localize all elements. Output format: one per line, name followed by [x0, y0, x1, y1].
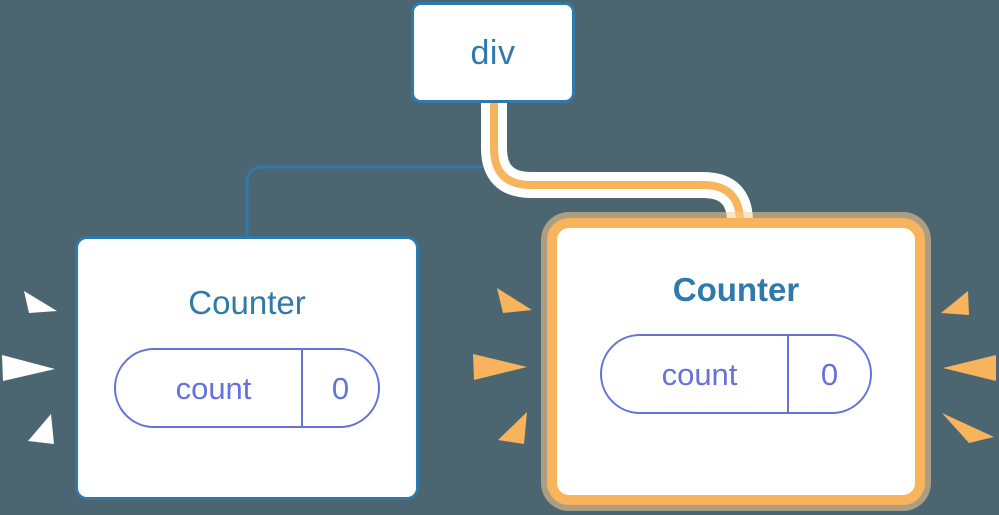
node-div-label: div	[470, 33, 516, 72]
node-counter-left-title: Counter	[188, 284, 306, 321]
node-counter-right-title: Counter	[672, 271, 800, 308]
state-value-right: 0	[787, 336, 870, 412]
wire-div-to-counter-left	[245, 103, 495, 236]
node-counter-right[interactable]: Counter count 0	[547, 218, 925, 505]
state-key-left: count	[175, 370, 252, 406]
state-value-left: 0	[301, 350, 378, 426]
state-pill-left[interactable]: count 0	[114, 348, 380, 428]
node-counter-left[interactable]: Counter count 0	[75, 236, 419, 500]
state-pill-right[interactable]: count 0	[600, 334, 872, 414]
wire-div-to-counter-right	[490, 103, 744, 240]
node-div[interactable]: div	[411, 2, 575, 103]
state-key-right: count	[661, 356, 738, 392]
